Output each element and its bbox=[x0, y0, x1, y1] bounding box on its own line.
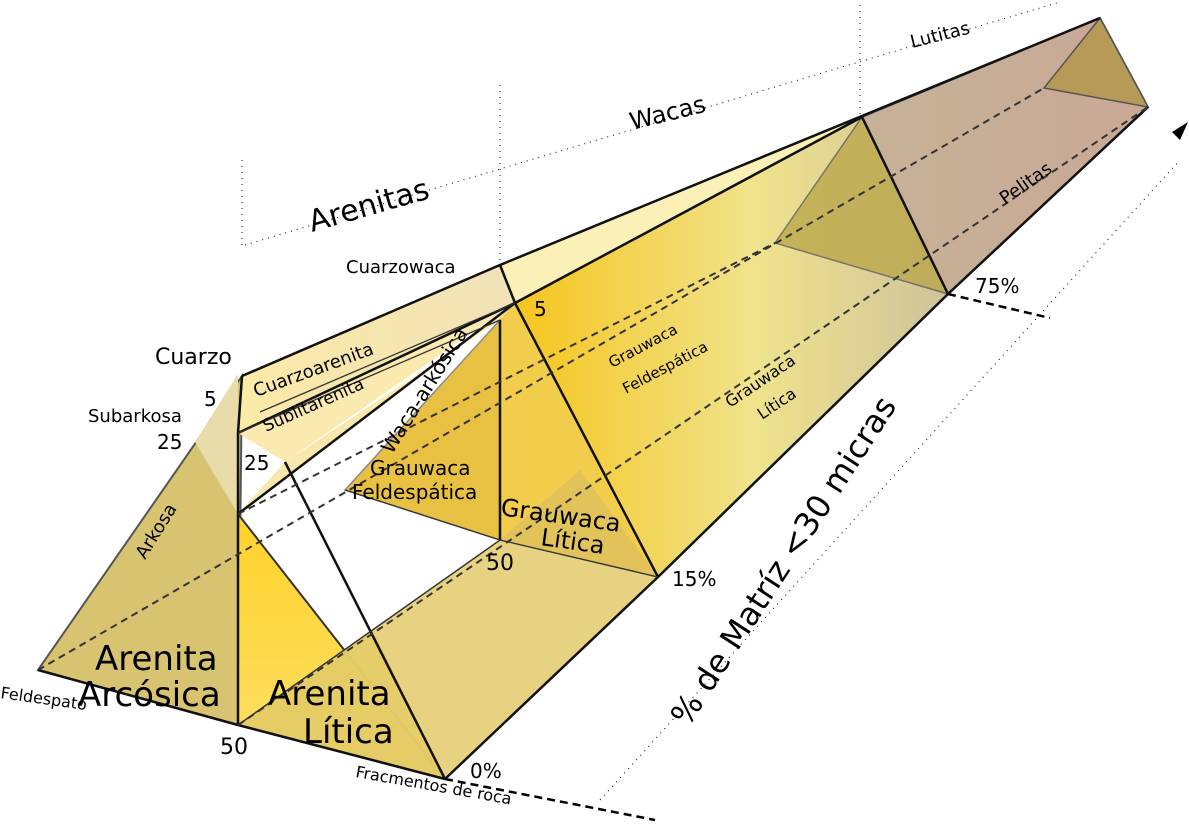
tick-q5: 5 bbox=[204, 387, 217, 411]
section-lutitas: Lutitas bbox=[908, 18, 972, 53]
label-arenita-arcosica-1: Arenita bbox=[95, 639, 218, 679]
label-grauwaca-feld-1: Grauwaca bbox=[370, 456, 471, 480]
grauwaca-litica-small bbox=[500, 470, 658, 577]
tick-q25b: 25 bbox=[244, 451, 269, 475]
hidden-edges bbox=[37, 87, 1149, 726]
tick-pct75: 75% bbox=[975, 274, 1019, 298]
label-subarkosa: Subarkosa bbox=[88, 406, 182, 427]
label-grauwaca-feld-2: Feldespática bbox=[352, 480, 477, 504]
lutitas-triangle bbox=[1042, 16, 1150, 109]
axis-arrow-icon bbox=[1172, 122, 1188, 140]
subarkosa-band bbox=[195, 374, 238, 514]
label-arenita-litica-2: Lítica bbox=[303, 712, 394, 752]
vertex-cuarzo: Cuarzo bbox=[155, 345, 232, 370]
tick-pct0: 0% bbox=[470, 759, 502, 783]
label-cuarzowaca: Cuarzowaca bbox=[346, 257, 456, 278]
edges bbox=[37, 16, 1149, 781]
tick-p50: 50 bbox=[486, 551, 514, 576]
tick-p50b: 50 bbox=[220, 735, 248, 760]
tick-pct15: 15% bbox=[672, 567, 716, 591]
section-arenitas: Arenitas bbox=[305, 172, 434, 240]
vertex-feldespato: Feldespato bbox=[0, 683, 88, 714]
tick-q25: 25 bbox=[157, 430, 182, 454]
label-arenita-litica-1: Arenita bbox=[268, 674, 391, 714]
thin-edges bbox=[237, 302, 659, 726]
section-wacas: Wacas bbox=[627, 90, 709, 136]
label-arenita-arcosica-2: Arcósica bbox=[78, 675, 221, 715]
grauwaca-feldespatica-face bbox=[500, 265, 658, 577]
wacas-top-band bbox=[500, 117, 862, 303]
axis-extensions bbox=[444, 292, 1051, 822]
tick-p5b: 5 bbox=[534, 297, 547, 321]
